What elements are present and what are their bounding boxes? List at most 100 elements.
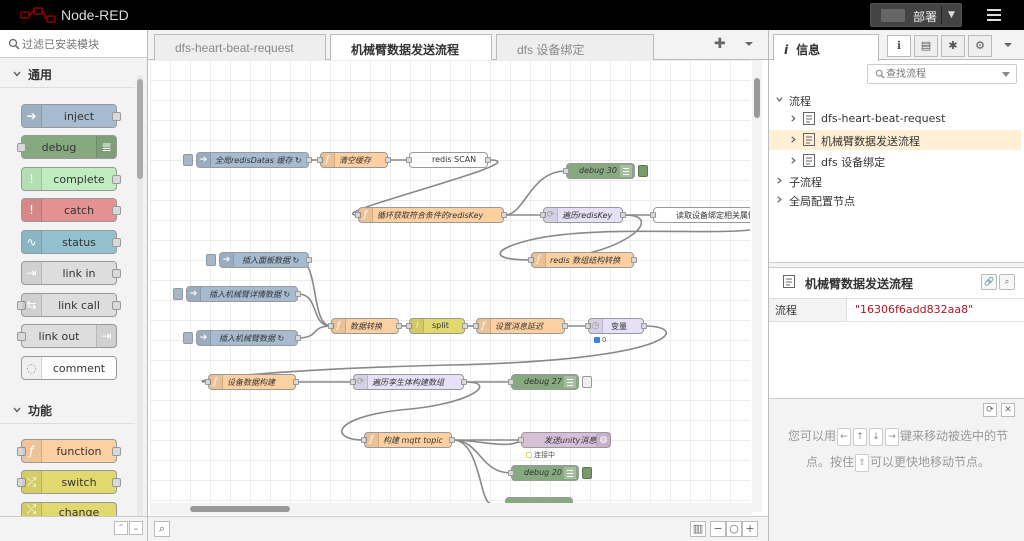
- palette-node-inject[interactable]: ➔ inject: [21, 104, 121, 128]
- flow-node-function-set-delay[interactable]: ƒ 设置消息延迟: [473, 318, 568, 334]
- zoom-reset-button[interactable]: ○: [726, 521, 742, 537]
- flow-node-debug-partial[interactable]: [505, 497, 573, 503]
- tree-row-global-config[interactable]: 全局配置节点: [769, 190, 1021, 210]
- debug-toggle-button[interactable]: [582, 467, 592, 479]
- caret-down-icon[interactable]: [1002, 72, 1010, 78]
- output-port[interactable]: [112, 112, 121, 121]
- close-icon[interactable]: ✕: [1001, 403, 1015, 417]
- expand-all-button[interactable]: ⌄: [129, 521, 143, 535]
- flow-node-inject-arm-detail[interactable]: ➔ 插入机械臂详情数据 ↻: [173, 286, 301, 302]
- canvas-vertical-scrollbar[interactable]: [752, 60, 762, 512]
- flow-node-function-device-build[interactable]: ƒ 设备数据构建: [205, 374, 299, 390]
- tree-row-subflows[interactable]: 子流程: [769, 171, 1021, 191]
- palette-category-common[interactable]: 通用: [0, 60, 135, 88]
- tab-dfs-device-bind[interactable]: dfs 设备绑定: [496, 34, 654, 60]
- palette-node-link-out[interactable]: link out ⇥: [17, 324, 117, 348]
- palette-node-catch[interactable]: ! catch: [21, 198, 121, 222]
- flow-node-debug-20[interactable]: debug 20: [508, 465, 592, 481]
- palette-node-link-call[interactable]: ⇆ link call: [17, 293, 121, 317]
- input-port[interactable]: [17, 447, 26, 456]
- flow-node-inject-arm-data[interactable]: ➔ 插入机械臂数据 ↻: [183, 330, 301, 346]
- palette-node-status[interactable]: ∿ status: [21, 230, 121, 254]
- palette-node-complete[interactable]: ! complete: [21, 167, 121, 191]
- flow-node-debug-30[interactable]: debug 30: [563, 163, 648, 179]
- flow-node-iterate-redis-key[interactable]: ⟳ 遍历redisKey: [540, 207, 626, 223]
- palette-node-function[interactable]: ƒ function: [17, 439, 121, 463]
- tab-dfs-heart-beat-request[interactable]: dfs-heart-beat-request: [154, 34, 326, 60]
- flow-node-delay-variable[interactable]: ◷ 变量: [585, 318, 647, 334]
- palette-node-link-in[interactable]: ⇥ link in: [21, 261, 121, 285]
- search-flows-button[interactable]: ⌕: [154, 521, 170, 537]
- deploy-label: 部署: [913, 10, 938, 24]
- flow-node-split[interactable]: ⦚ split: [406, 318, 468, 334]
- search-icon[interactable]: ⌕: [999, 274, 1015, 290]
- palette-node-debug[interactable]: debug ≣: [17, 135, 117, 159]
- sidebar-search-input[interactable]: [886, 66, 998, 82]
- output-port[interactable]: [112, 301, 121, 310]
- palette-node-switch[interactable]: ⤮ switch: [17, 470, 121, 494]
- deploy-menu-caret-icon[interactable]: ▼: [941, 6, 961, 24]
- output-port[interactable]: [112, 478, 121, 487]
- tab-robot-arm-flow[interactable]: 机械臂数据发送流程: [330, 34, 492, 61]
- debug-toggle-button[interactable]: [638, 165, 648, 177]
- tree-row-flow-dfs-heart-beat[interactable]: dfs-heart-beat-request: [769, 109, 1021, 129]
- input-port[interactable]: [17, 143, 26, 152]
- chevron-down-icon[interactable]: [1003, 41, 1013, 49]
- tree-row-flow-robot-arm[interactable]: 机械臂数据发送流程: [769, 130, 1021, 150]
- canvas-horizontal-scrollbar[interactable]: [150, 503, 752, 515]
- loop-icon: ⟳: [544, 208, 558, 222]
- info-tab-icon-button[interactable]: ℹ: [887, 35, 911, 57]
- add-flow-button[interactable]: ✚: [714, 36, 726, 52]
- chevron-down-icon[interactable]: [744, 40, 754, 48]
- palette-node-change[interactable]: ⤭ change: [21, 502, 117, 519]
- refresh-icon[interactable]: ⟳: [983, 403, 997, 417]
- flow-node-debug-27[interactable]: debug 27: [508, 374, 592, 390]
- zoom-out-button[interactable]: −: [710, 521, 726, 537]
- inject-trigger-button[interactable]: [206, 254, 216, 266]
- navigator-map-icon[interactable]: ▥: [690, 521, 706, 537]
- output-port[interactable]: [112, 269, 121, 278]
- flow-node-function-loop-redis-key[interactable]: ƒ 循环获取符合条件的redisKey: [355, 207, 507, 223]
- input-port[interactable]: [17, 478, 26, 487]
- gear-icon[interactable]: ⚙: [968, 35, 992, 57]
- palette-node-comment[interactable]: ◌ comment: [21, 356, 117, 380]
- collapse-all-button[interactable]: ⌃: [114, 521, 128, 535]
- sidebar-splitter[interactable]: [769, 262, 1024, 268]
- inject-trigger-button[interactable]: [173, 288, 183, 300]
- flow-node-read-device-bind[interactable]: 读取设备绑定相关属性: [650, 207, 750, 223]
- inject-trigger-button[interactable]: [183, 332, 193, 344]
- tree-row-flow-dfs-device-bind[interactable]: dfs 设备绑定: [769, 151, 1021, 171]
- flow-canvas[interactable]: ➔ 全局redisDatas 缓存 ↻ ƒ 清空缓存 redis SCAN de…: [150, 60, 750, 503]
- flow-node-function-mqtt-topic[interactable]: ƒ 构建 mqtt topic: [361, 432, 455, 448]
- output-port[interactable]: [112, 206, 121, 215]
- deploy-button[interactable]: 部署 ▼: [870, 3, 962, 27]
- output-port[interactable]: [112, 238, 121, 247]
- shuffle-icon: ⤭: [22, 503, 42, 516]
- flow-node-mqtt-out-unity[interactable]: 发送unity消息 ◍: [518, 432, 611, 448]
- output-port[interactable]: [112, 175, 121, 184]
- link-icon[interactable]: 🔗: [981, 274, 997, 290]
- palette-node-label: inject: [63, 110, 95, 123]
- book-icon[interactable]: ▤: [914, 35, 938, 57]
- palette-category-function[interactable]: 功能: [0, 396, 135, 424]
- output-port[interactable]: [112, 447, 121, 456]
- flow-node-inject-panel[interactable]: ➔ 插入面板数据 ↻: [206, 252, 312, 268]
- input-port[interactable]: [17, 332, 26, 341]
- bug-icon[interactable]: ✱: [941, 35, 965, 57]
- exclamation-icon: !: [22, 168, 42, 190]
- flow-node-function-data-convert[interactable]: ƒ 数据转换: [328, 318, 402, 334]
- flow-node-function-clear-cache[interactable]: ƒ 清空缓存: [317, 152, 391, 168]
- main-menu-button[interactable]: [982, 4, 1010, 26]
- zoom-in-button[interactable]: +: [742, 521, 758, 537]
- inject-trigger-button[interactable]: [183, 154, 193, 166]
- flow-node-iterate-twin[interactable]: ⟳ 遍历孪生体构建数组: [350, 374, 467, 390]
- tree-row-flows[interactable]: 流程: [769, 90, 1021, 110]
- flow-node-inject-redis-cache[interactable]: ➔ 全局redisDatas 缓存 ↻: [183, 152, 312, 168]
- palette-scrollbar[interactable]: [137, 75, 143, 530]
- input-port[interactable]: [17, 301, 26, 310]
- flow-node-function-redis-array[interactable]: ƒ redis 数组结构转换: [528, 252, 637, 268]
- debug-toggle-button[interactable]: [582, 376, 592, 388]
- palette-search-input[interactable]: [22, 34, 140, 54]
- flow-node-redis-scan[interactable]: redis SCAN: [406, 152, 491, 168]
